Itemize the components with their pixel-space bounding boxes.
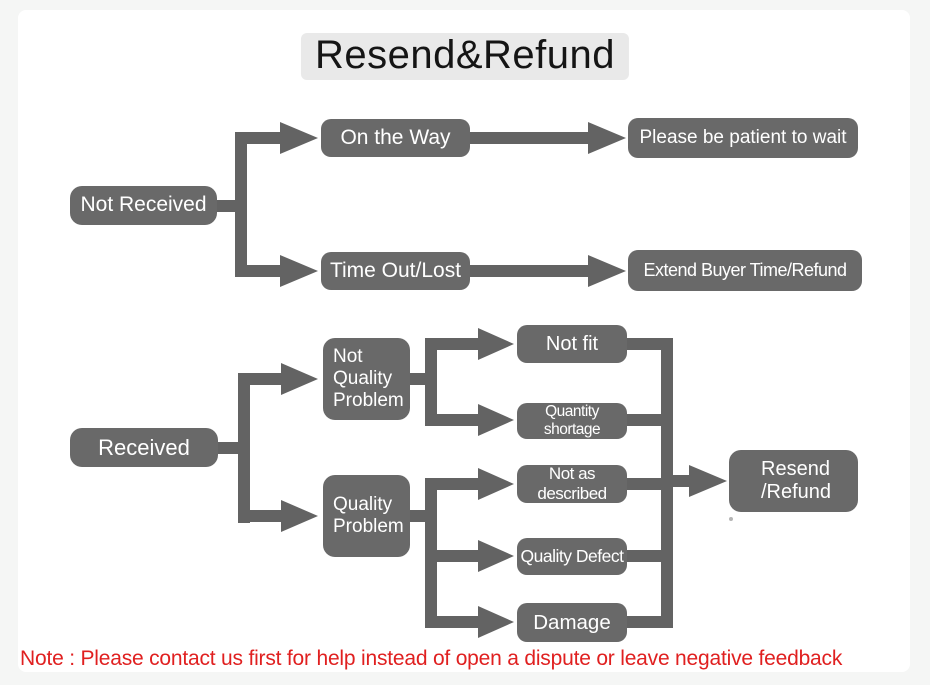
connector-arm-not-quality: [238, 373, 284, 385]
connector-arm-not-as-described: [425, 478, 481, 490]
connector-trunk-received: [238, 373, 250, 523]
node-not-fit: Not fit: [517, 325, 627, 363]
arrowhead-resend-refund: [689, 465, 727, 497]
arrowhead-time-out: [280, 255, 318, 287]
node-on-the-way: On the Way: [321, 119, 470, 157]
node-resend-refund: Resend /Refund: [729, 450, 858, 512]
connector-arm-not-fit: [425, 338, 481, 350]
collector-trunk: [661, 338, 673, 628]
arrowhead-extend: [588, 255, 626, 287]
collector-stub-not-as-described: [625, 478, 661, 490]
arrowhead-quality: [281, 500, 318, 532]
connector-shaft-extend: [468, 265, 590, 277]
page-title: Resend&Refund: [300, 33, 630, 80]
node-time-out-lost: Time Out/Lost: [321, 252, 470, 290]
flow2-connectors: [216, 328, 727, 638]
flow1-connectors: [216, 122, 626, 287]
node-damage: Damage: [517, 603, 627, 642]
collector-stub-quality-defect: [625, 550, 661, 562]
connector-arm-damage: [425, 616, 481, 628]
node-quality-problem: Quality Problem: [323, 475, 410, 557]
node-please-be-patient: Please be patient to wait: [628, 118, 858, 158]
connector-arm-quantity-shortage: [425, 414, 481, 426]
connector-trunk-not-received: [235, 132, 247, 277]
connector-shaft-please-wait: [468, 132, 590, 144]
collector-stub-quantity-shortage: [625, 414, 661, 426]
footer-note: Note : Please contact us first for help …: [20, 647, 843, 670]
arrowhead-please-wait: [588, 122, 626, 154]
stray-dot: [729, 517, 733, 521]
collector-stub-not-fit: [625, 338, 661, 350]
connector-arm-quality: [238, 510, 284, 522]
connector-arm-on-the-way: [235, 132, 283, 144]
node-quantity-shortage: Quantity shortage: [517, 403, 627, 439]
connector-trunk-not-quality: [425, 338, 437, 426]
arrowhead-not-quality: [281, 363, 318, 395]
connector-arm-time-out: [235, 265, 283, 277]
arrowhead-damage: [478, 606, 514, 638]
arrowhead-not-fit: [478, 328, 514, 360]
node-extend-buyer-time: Extend Buyer Time/Refund: [628, 250, 862, 291]
arrowhead-on-the-way: [280, 122, 318, 154]
collector-stub-damage: [625, 616, 661, 628]
arrowhead-quantity-shortage: [478, 404, 514, 436]
arrowhead-quality-defect: [478, 540, 514, 572]
connector-shaft-resend-refund: [673, 475, 691, 487]
node-not-received: Not Received: [70, 186, 217, 225]
arrowhead-not-as-described: [478, 468, 514, 500]
node-quality-defect: Quality Defect: [517, 538, 627, 575]
node-received: Received: [70, 428, 218, 467]
node-not-quality-problem: Not Quality Problem: [323, 338, 410, 420]
connector-arm-quality-defect: [425, 550, 481, 562]
node-not-as-described: Not as described: [517, 464, 627, 503]
